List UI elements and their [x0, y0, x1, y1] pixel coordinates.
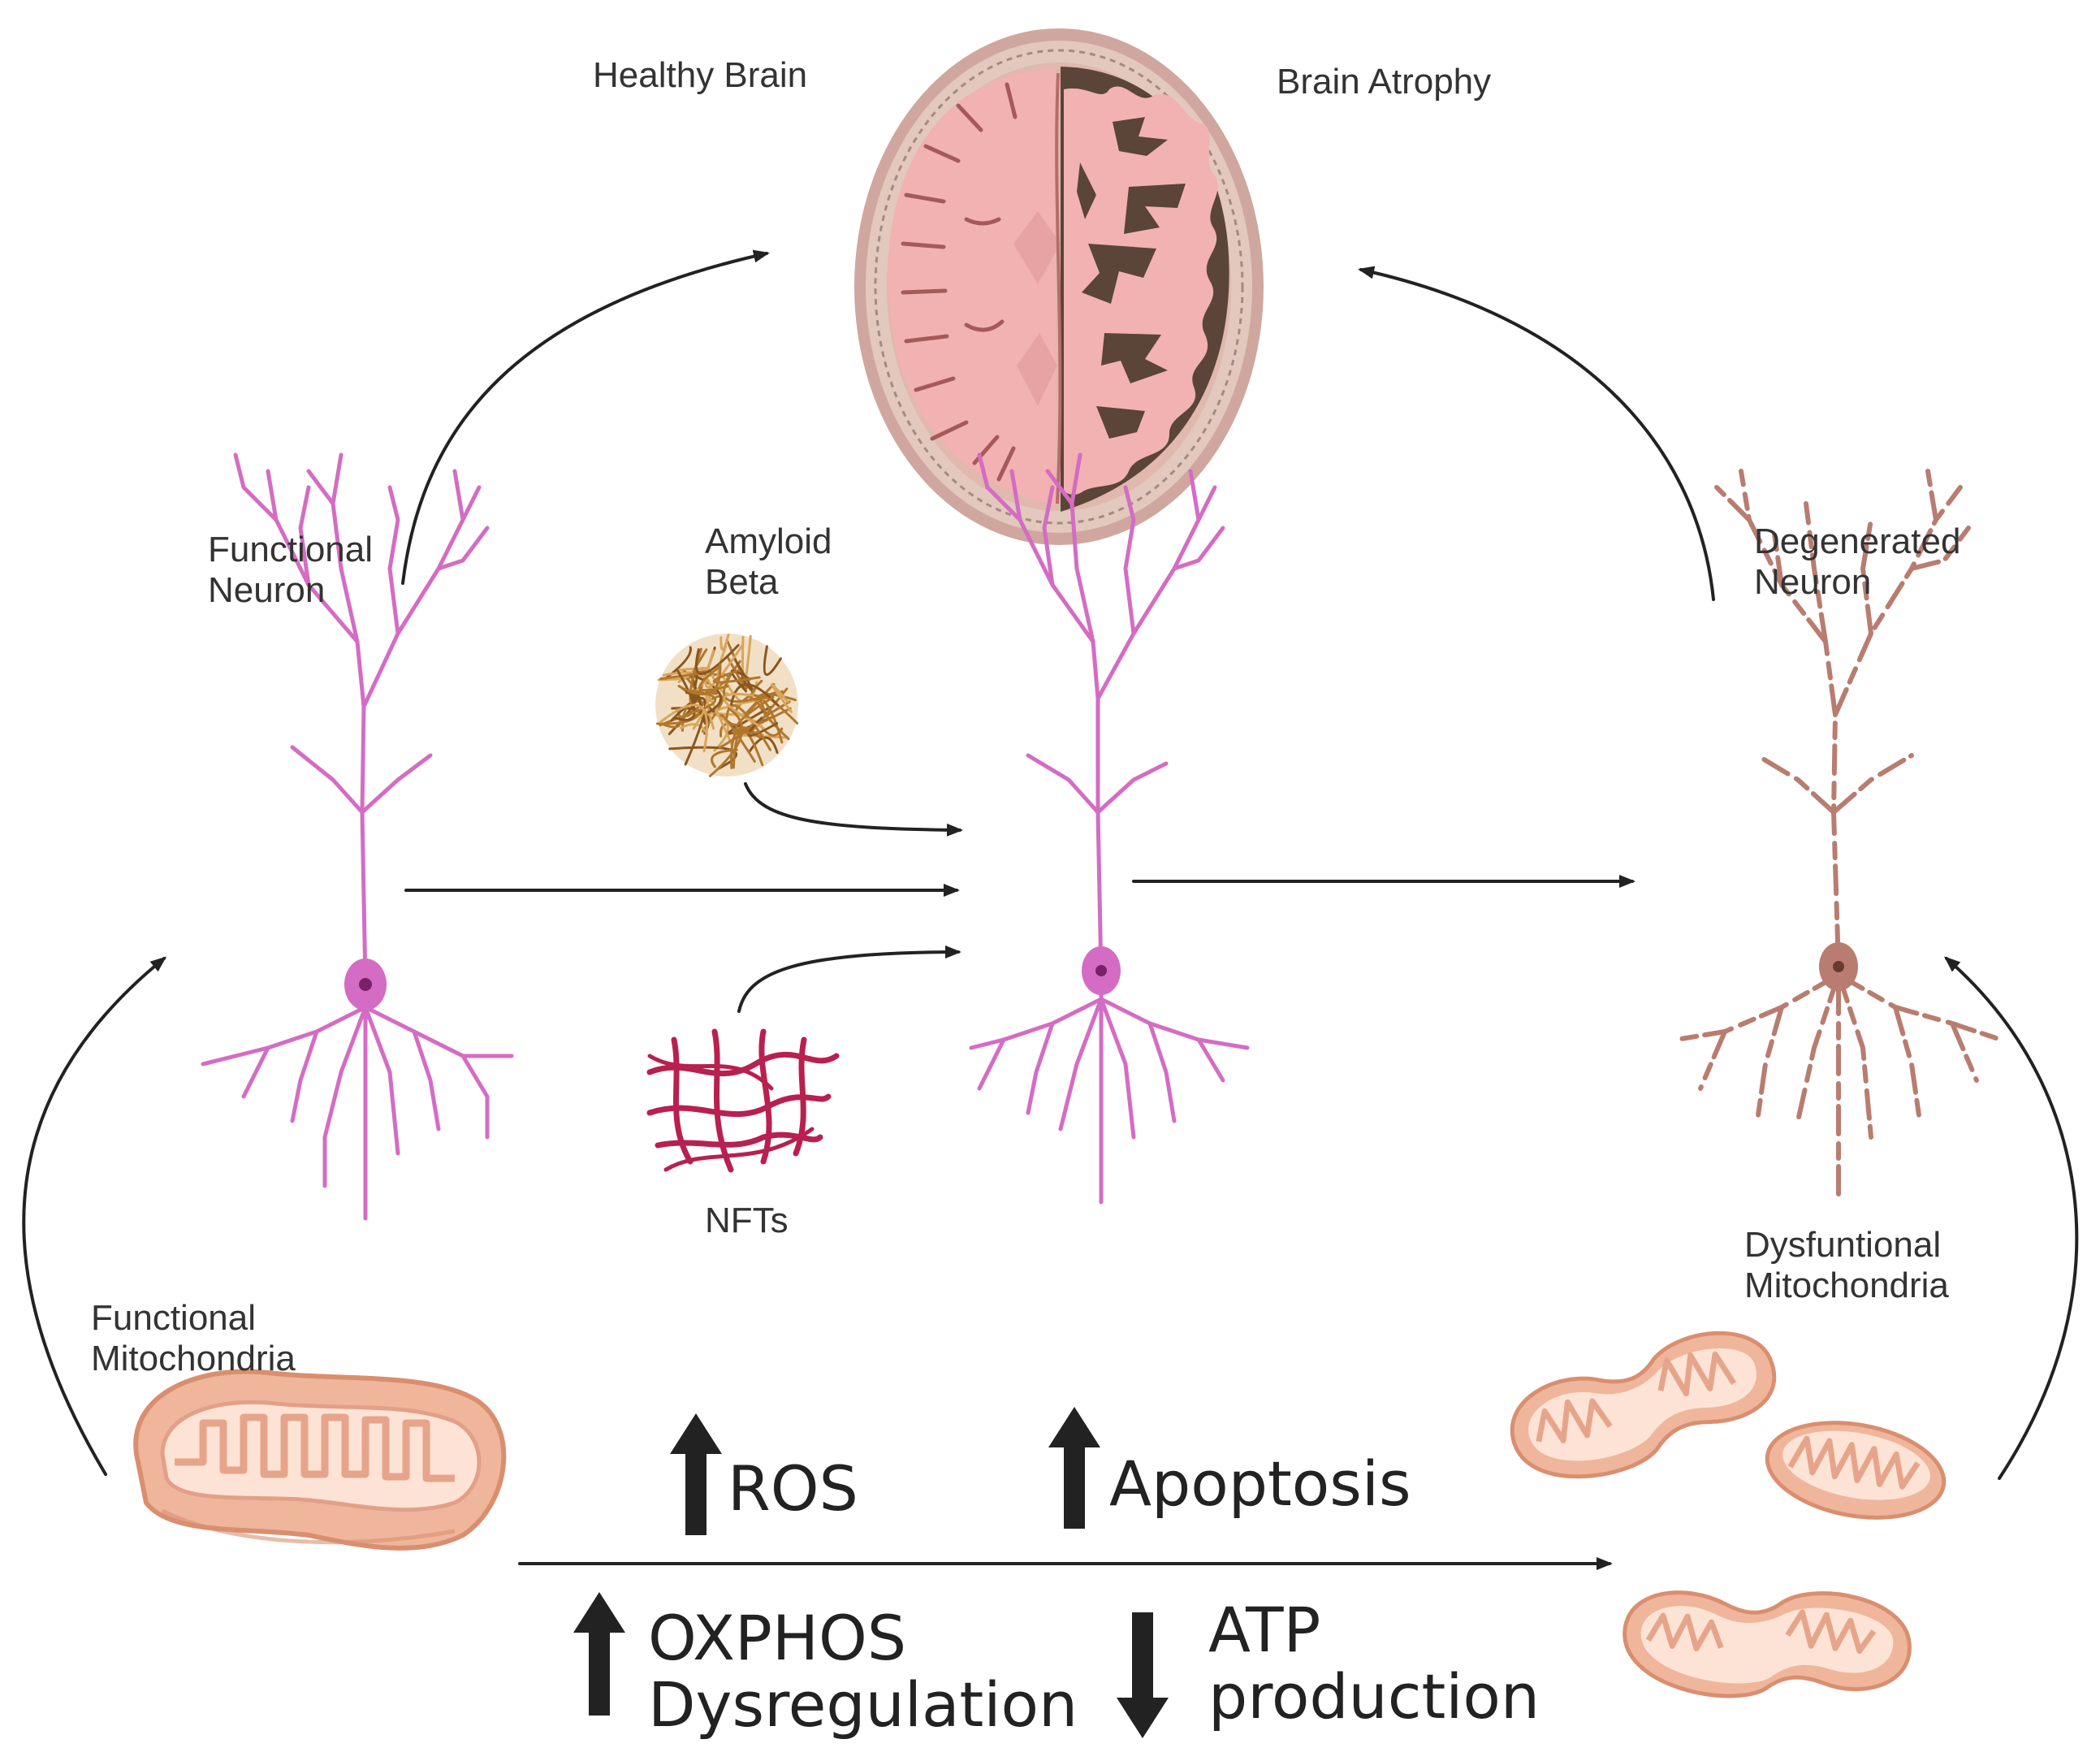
amyloid-beta-label: Amyloid Beta — [705, 521, 832, 603]
affected-neuron-soma — [1082, 946, 1121, 995]
amyloid-fibril — [723, 692, 765, 729]
amyloid-fibril — [677, 663, 722, 696]
flow-arrows — [22, 249, 2079, 1570]
arrow-mitochondria-to-functional-neuron — [22, 956, 167, 1476]
amyloid-fibril — [770, 683, 793, 713]
arrow-nfts-to-neuron — [737, 945, 961, 1013]
amyloid-fibril — [712, 669, 761, 684]
degenerated-neuron-label-line2: Neuron — [1754, 562, 1872, 602]
functional-mitochondria-label-line1: Functional — [91, 1298, 257, 1338]
amyloid-fibril — [704, 644, 744, 689]
functional-neuron-label-line1: Functional — [208, 530, 374, 569]
amyloid-fibril — [748, 736, 779, 754]
degenerated-neuron-label-line1: Degenerated — [1754, 521, 1961, 561]
ros-up-arrow-icon — [670, 1413, 722, 1535]
amyloid-fibril — [694, 643, 740, 676]
amyloid-beta-label-line1: Amyloid — [705, 521, 832, 561]
degenerated-neuron-soma — [1819, 942, 1858, 991]
amyloid-beta-label-line2: Beta — [705, 562, 779, 602]
amyloid-fibril — [719, 714, 756, 763]
amyloid-fibril — [725, 704, 771, 751]
functional-mitochondria-label: Functional Mitochondria — [91, 1298, 296, 1379]
amyloid-fibril — [704, 710, 729, 752]
dysfunctional-mitochondria-icon — [1510, 1330, 1947, 1698]
functional-mitochondrion-icon — [133, 1369, 507, 1551]
functional-neuron-label: Functional Neuron — [208, 530, 373, 611]
dysfunctional-mitochondria-label-line1: Dysfuntional — [1744, 1225, 1942, 1265]
functional-neuron-soma — [344, 958, 387, 1010]
healthy-gyri — [901, 82, 1018, 482]
oxphos-up-arrow-icon — [573, 1592, 625, 1716]
healthy-brain-label: Healthy Brain — [593, 55, 808, 95]
arrow-functional-neuron-to-healthy-brain — [401, 249, 770, 585]
nfts-label: NFTs — [705, 1201, 789, 1240]
atp-label-line1: ATP — [1208, 1594, 1321, 1666]
amyloid-fibril — [705, 693, 733, 746]
amyloid-fibril — [715, 697, 768, 716]
amyloid-fibril — [698, 665, 729, 692]
dysfunctional-mitochondria-label-line2: Mitochondria — [1744, 1266, 1949, 1305]
amyloid-beta-icon — [655, 634, 799, 777]
amyloid-fibril — [689, 689, 717, 715]
dysfunctional-mitochondria-label: Dysfuntional Mitochondria — [1744, 1225, 1949, 1306]
apoptosis-up-arrow-icon — [1048, 1407, 1100, 1529]
atp-label-line2: production — [1208, 1660, 1540, 1733]
atp-down-arrow-icon — [1117, 1612, 1169, 1738]
arrow-amyloid-to-neuron — [744, 782, 963, 837]
nft-tangle-icon — [646, 1028, 840, 1173]
affected-neuron-illustration — [969, 452, 1250, 1205]
amyloid-fibril — [763, 645, 782, 677]
amyloid-fibril — [708, 707, 744, 777]
amyloid-fibril — [689, 647, 702, 704]
functional-neuron-label-line2: Neuron — [208, 570, 326, 610]
amyloid-fibril — [677, 666, 715, 683]
functional-neuron-illustration — [201, 452, 514, 1221]
brain-illustration — [854, 28, 1264, 545]
oxphos-dysregulation-label: OXPHOS Dysregulation — [648, 1605, 1078, 1738]
functional-mitochondria-label-line2: Mitochondria — [91, 1339, 296, 1378]
amyloid-fibril — [735, 695, 775, 734]
oxphos-label-line2: Dysregulation — [648, 1668, 1078, 1741]
amyloid-fibril — [682, 670, 723, 714]
atrophy-sulci — [1077, 117, 1186, 439]
brain-atrophy-label: Brain Atrophy — [1277, 62, 1492, 102]
amyloid-fibril — [719, 634, 730, 651]
apoptosis-label: Apoptosis — [1109, 1447, 1411, 1520]
atp-production-label: ATP production — [1208, 1597, 1540, 1730]
oxphos-label-line1: OXPHOS — [648, 1602, 907, 1674]
amyloid-fibril — [749, 700, 792, 729]
amyloid-fibril — [659, 703, 708, 753]
arrow-dysfunctional-mitochondria-to-degenerated-neuron — [1943, 956, 2079, 1480]
ros-label: ROS — [728, 1452, 858, 1525]
degenerated-neuron-illustration — [1674, 469, 2003, 1196]
arrow-degenerated-neuron-to-brain-atrophy — [1358, 266, 1715, 601]
degenerated-neuron-label: Degenerated Neuron — [1754, 521, 1960, 603]
